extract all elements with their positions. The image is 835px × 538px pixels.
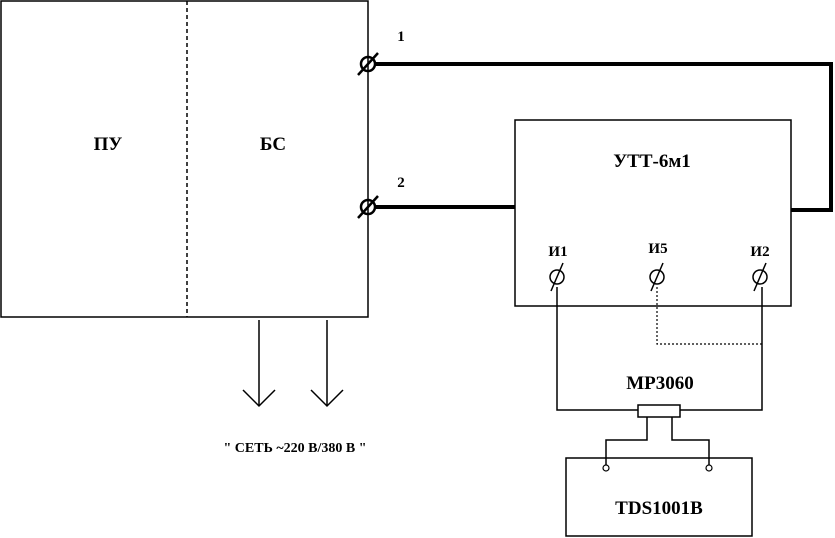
pu-bs-block — [0, 0, 369, 318]
tds-block — [565, 457, 753, 537]
utt-block — [514, 119, 792, 307]
probe-wire-right — [671, 417, 710, 465]
pu-label: ПУ — [94, 134, 123, 155]
mains-arrow-2-icon — [310, 389, 344, 408]
i2-terminal-icon — [752, 269, 768, 285]
tds-label: TDS1001B — [615, 498, 703, 519]
i5-label: И5 — [648, 241, 667, 257]
wire-i2 — [680, 287, 763, 411]
i1-label: И1 — [548, 244, 567, 260]
wire-i1 — [556, 287, 638, 411]
mains-label: " СЕТЬ ~220 В/380 В " — [224, 441, 367, 456]
wire-terminal-1 — [375, 62, 833, 212]
i5-terminal-slash — [650, 262, 664, 292]
terminal-1-label: 1 — [397, 29, 405, 45]
mp-label: МР3060 — [626, 373, 694, 394]
terminal-2-label: 2 — [397, 175, 405, 191]
wire-i5-dotted — [656, 287, 762, 345]
i5-terminal-icon — [649, 269, 665, 285]
probe-right-icon — [705, 464, 713, 472]
utt-label: УТТ-6м1 — [613, 151, 691, 172]
terminal-2-slash — [357, 195, 379, 219]
bs-label: БС — [260, 134, 286, 155]
i1-terminal-slash — [550, 262, 564, 292]
i2-label: И2 — [750, 244, 769, 260]
i2-terminal-slash — [753, 262, 767, 292]
mains-arrow-1-icon — [242, 389, 276, 408]
probe-left-icon — [602, 464, 610, 472]
mp-resistor — [637, 404, 681, 418]
i1-terminal-icon — [549, 269, 565, 285]
probe-wire-left — [605, 417, 648, 465]
terminal-1-slash — [357, 52, 379, 76]
